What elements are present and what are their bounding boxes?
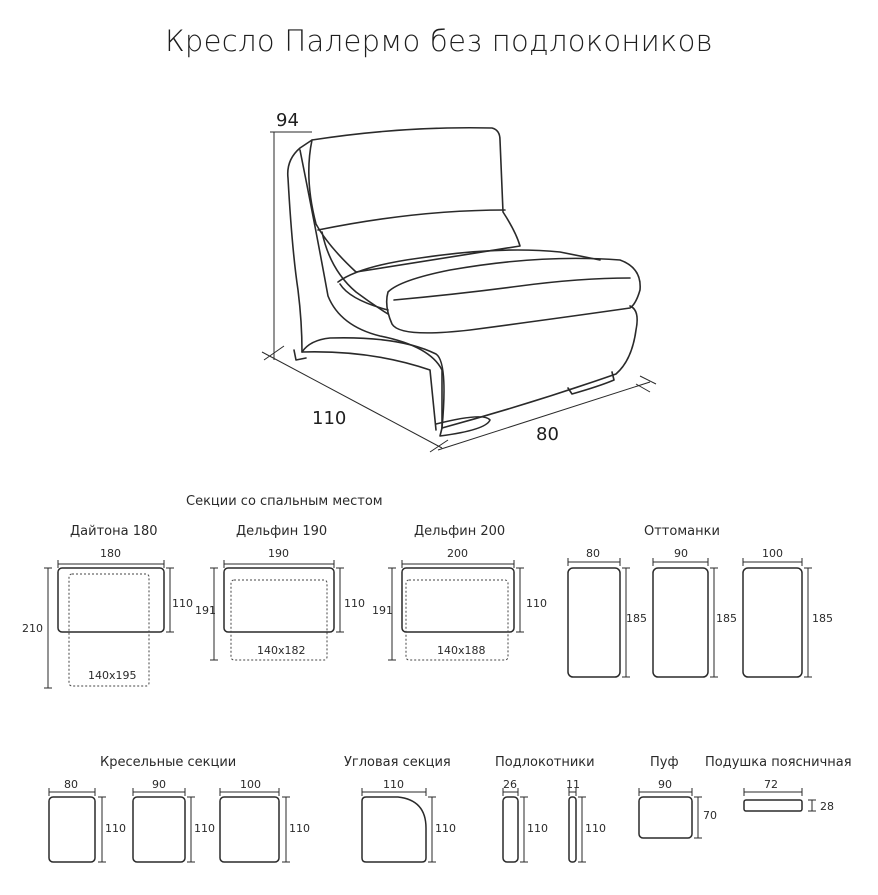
dolphin200-depth: 110	[526, 597, 547, 610]
armchair-100-width: 100	[240, 778, 261, 791]
ottoman-80	[567, 567, 621, 678]
chair-side-panel	[286, 139, 437, 431]
daytona-total-depth: 210	[22, 622, 43, 635]
pouf-name: Пуф	[650, 755, 679, 770]
daytona-bed	[68, 573, 150, 687]
armrest-26-width: 26	[503, 778, 517, 791]
dolphin190-bed-size: 140x182	[257, 644, 306, 657]
dolphin200-name: Дельфин 200	[414, 524, 506, 539]
pouf-depth: 70	[703, 809, 717, 822]
ottomans-name: Оттоманки	[644, 524, 720, 539]
armrests-name: Подлокотники	[495, 755, 595, 770]
depth-dim-line	[261, 351, 443, 449]
pouf-shape	[638, 796, 693, 839]
chair-backrest	[308, 126, 521, 273]
corner-section-width: 110	[383, 778, 404, 791]
dolphin190-bed	[230, 579, 328, 661]
armchair-90-depth: 110	[194, 822, 215, 835]
dolphin190-name: Дельфин 190	[236, 524, 328, 539]
armrest-11-width: 11	[566, 778, 580, 791]
ottoman-90-depth: 185	[716, 612, 737, 625]
depth-label: 110	[312, 408, 347, 429]
armrest-11	[568, 796, 577, 863]
daytona-body	[57, 567, 165, 633]
chair-seat-cushion	[385, 257, 641, 334]
armrest-11-depth: 110	[585, 822, 606, 835]
armchair-100	[219, 796, 280, 863]
ottoman-80-width: 80	[586, 547, 600, 560]
armchair-100-depth: 110	[289, 822, 310, 835]
width-label: 80	[536, 424, 559, 445]
width-dim-line	[437, 381, 651, 451]
lumbar-pillow-width: 72	[764, 778, 778, 791]
pouf-width: 90	[658, 778, 672, 791]
ottoman-80-depth: 185	[626, 612, 647, 625]
armchair-80-depth: 110	[105, 822, 126, 835]
corner-section-name: Угловая секция	[344, 755, 451, 770]
ottoman-100	[742, 567, 803, 678]
armchair-90	[132, 796, 186, 863]
dolphin190-width: 190	[268, 547, 289, 560]
dolphin190-total-depth: 191	[195, 604, 216, 617]
daytona-width: 180	[100, 547, 121, 560]
page-title: Кресло Палермо без подлокоников	[165, 24, 713, 58]
armrest-26-depth: 110	[527, 822, 548, 835]
dolphin200-width: 200	[447, 547, 468, 560]
dolphin200-body	[401, 567, 515, 633]
dolphin190-depth: 110	[344, 597, 365, 610]
corner-section-depth: 110	[435, 822, 456, 835]
ottoman-100-depth: 185	[812, 612, 833, 625]
lumbar-pillow-height: 28	[820, 800, 834, 813]
armchair-90-width: 90	[152, 778, 166, 791]
daytona-name: Дайтона 180	[70, 524, 158, 539]
dolphin200-total-depth: 191	[372, 604, 393, 617]
ottoman-90-width: 90	[674, 547, 688, 560]
armchair-sections-name: Кресельные секции	[100, 755, 237, 770]
lumbar-pillow-shape	[743, 799, 803, 812]
dolphin200-bed	[405, 579, 509, 661]
corner-section-shape	[361, 796, 427, 863]
daytona-bed-size: 140x195	[88, 669, 137, 682]
dolphin190-body	[223, 567, 335, 633]
lumbar-pillow-name: Подушка поясничная	[705, 755, 852, 770]
armrest-26	[502, 796, 519, 863]
height-label: 94	[276, 110, 299, 131]
daytona-depth: 110	[172, 597, 193, 610]
dolphin200-bed-size: 140x188	[437, 644, 486, 657]
ottoman-90	[652, 567, 709, 678]
ottoman-100-width: 100	[762, 547, 783, 560]
sleep-sections-header: Секции со спальным местом	[186, 494, 383, 509]
armchair-80	[48, 796, 96, 863]
armchair-80-width: 80	[64, 778, 78, 791]
